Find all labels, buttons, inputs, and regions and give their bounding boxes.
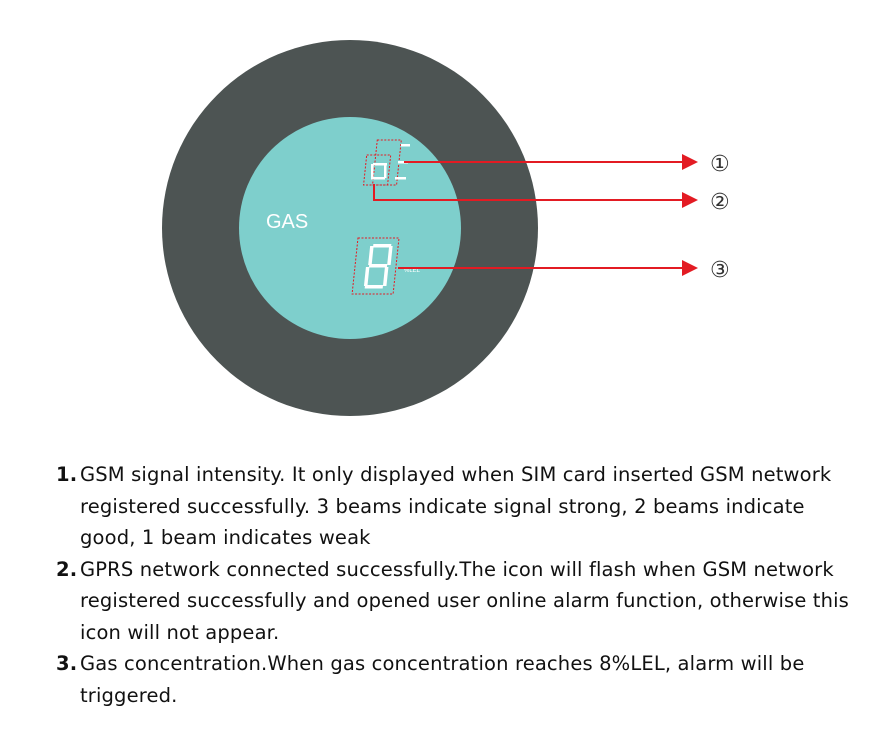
signal-beam-1 bbox=[395, 177, 406, 180]
note-item: 1. GSM signal intensity. It only display… bbox=[56, 459, 856, 554]
callout-arrow-1 bbox=[682, 154, 698, 170]
gas-digit-8 bbox=[363, 244, 393, 289]
note-item: 2. GPRS network connected successfully.T… bbox=[56, 554, 856, 649]
note-number: 3. bbox=[56, 652, 78, 675]
gprs-indicator bbox=[363, 154, 392, 186]
callout-arrow-2 bbox=[682, 192, 698, 208]
signal-beam-3 bbox=[401, 144, 410, 147]
lel-unit-label: %LEL bbox=[404, 268, 421, 274]
gprs-digit-0 bbox=[371, 163, 387, 180]
note-text: GPRS network connected successfully.The … bbox=[80, 557, 849, 644]
gas-concentration-display: %LEL bbox=[351, 237, 421, 295]
callout-label-1: ① bbox=[710, 152, 730, 177]
callout-label-2: ② bbox=[710, 190, 730, 215]
indicator-notes: 1. GSM signal intensity. It only display… bbox=[56, 459, 856, 711]
note-text: GSM signal intensity. It only displayed … bbox=[80, 463, 832, 549]
detector-screen bbox=[239, 117, 461, 339]
signal-beam-2 bbox=[398, 161, 408, 164]
detector-diagram: GAS %LEL bbox=[162, 40, 730, 416]
note-number: 2. bbox=[56, 557, 78, 581]
note-item: 3. Gas concentration.When gas concentrat… bbox=[56, 648, 856, 711]
note-text: Gas concentration.When gas concentration… bbox=[80, 652, 805, 707]
callout-line-2 bbox=[373, 184, 682, 201]
callout-label-3: ③ bbox=[710, 258, 730, 283]
callout-arrow-3 bbox=[682, 260, 698, 276]
callout-arrows bbox=[682, 154, 698, 276]
callout-lines bbox=[373, 161, 682, 269]
gas-label: GAS bbox=[266, 211, 308, 233]
note-number: 1. bbox=[56, 463, 78, 486]
